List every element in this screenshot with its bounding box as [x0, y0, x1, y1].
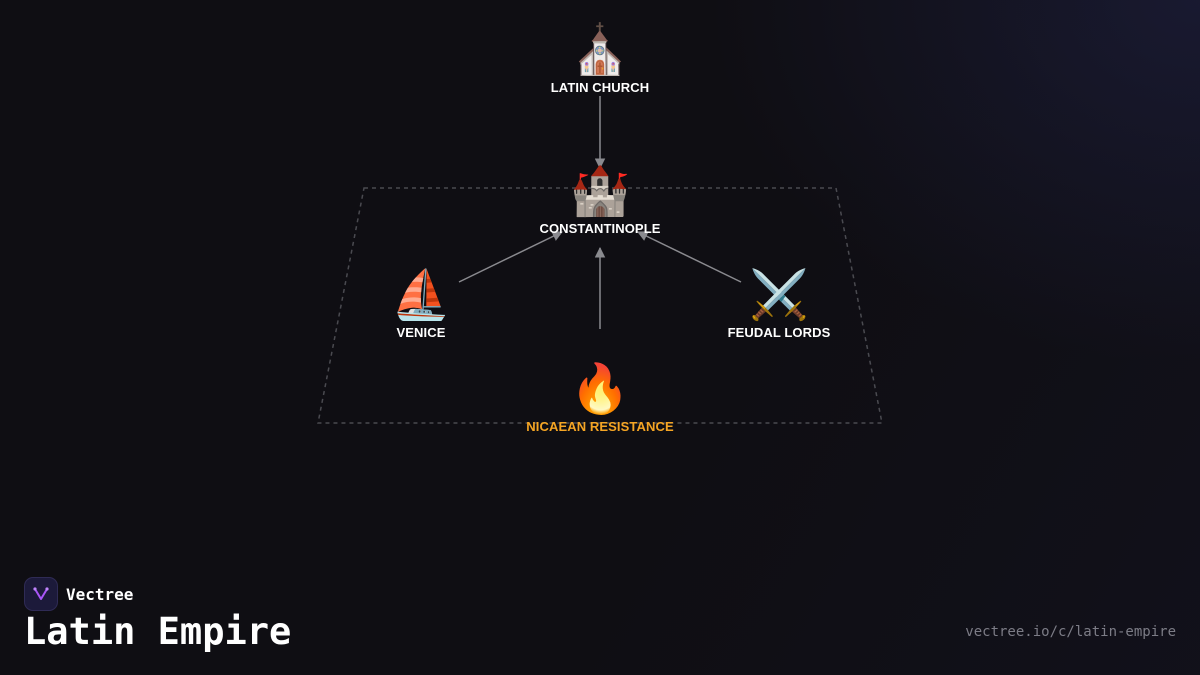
node-label: VENICE: [396, 325, 446, 340]
crossed-swords-icon: ⚔️: [749, 267, 809, 323]
source-url[interactable]: vectree.io/c/latin-empire: [965, 624, 1176, 640]
node-label: CONSTANTINOPLE: [539, 221, 661, 236]
node-feudal-lords[interactable]: ⚔️ FEUDAL LORDS: [679, 267, 879, 340]
node-constantinople[interactable]: 🏰 CONSTANTINOPLE: [500, 163, 700, 236]
fire-icon: 🔥: [570, 361, 630, 417]
node-label: FEUDAL LORDS: [727, 325, 831, 340]
church-icon: ⛪: [570, 22, 630, 78]
node-label: NICAEAN RESISTANCE: [526, 419, 674, 434]
edge-venice-to-constantinople: [458, 231, 563, 283]
castle-icon: 🏰: [570, 163, 630, 219]
node-latin-church[interactable]: ⛪ LATIN CHURCH: [500, 22, 700, 95]
vectree-logo-icon: [24, 577, 58, 611]
node-label: LATIN CHURCH: [550, 80, 650, 95]
sailboat-icon: ⛵: [391, 267, 451, 323]
edge-feudal-lords-to-constantinople: [637, 231, 742, 283]
group-boundary: [317, 187, 883, 424]
node-nicaean-resistance[interactable]: 🔥 NICAEAN RESISTANCE: [500, 361, 700, 434]
brand[interactable]: Vectree: [24, 577, 133, 611]
node-venice[interactable]: ⛵ VENICE: [321, 267, 521, 340]
page-title: Latin Empire: [24, 610, 292, 653]
brand-name: Vectree: [66, 584, 134, 604]
